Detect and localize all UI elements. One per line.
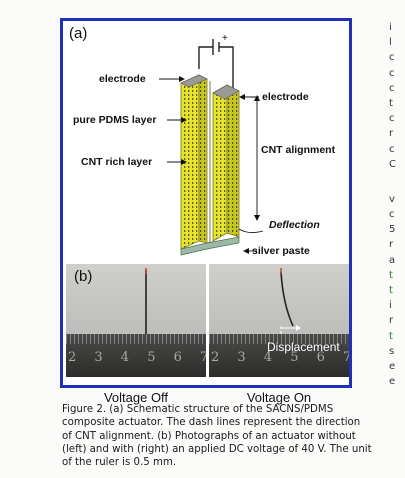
label-pure-pdms: pure PDMS layer bbox=[73, 114, 156, 126]
cropped-char: c bbox=[389, 52, 395, 64]
voltage-on-label: Voltage On bbox=[246, 390, 312, 405]
caption-line: of the ruler is 0.5 mm. bbox=[62, 457, 177, 469]
panel-b-label: (b) bbox=[74, 268, 93, 285]
cropped-char: r bbox=[389, 239, 394, 251]
ruler-numbers-right: 2 3 4 5 6 7 8 bbox=[211, 350, 349, 365]
cropped-char: C bbox=[389, 158, 396, 170]
caption-line: of CNT alignment. (b) Photographs of an … bbox=[62, 430, 356, 442]
figure-frame: (a) + bbox=[60, 18, 352, 405]
leader-lines bbox=[159, 78, 259, 252]
label-electrode-left: electrode bbox=[99, 73, 146, 85]
cropped-char: c bbox=[389, 209, 395, 221]
cropped-char: t bbox=[389, 330, 393, 342]
cropped-char: r bbox=[389, 128, 394, 140]
label-cnt-alignment: CNT alignment bbox=[261, 144, 336, 156]
displacement-label: Displacement bbox=[267, 340, 340, 354]
cropped-char: c bbox=[389, 67, 395, 79]
cropped-char: c bbox=[389, 113, 395, 125]
cropped-char: 5 bbox=[389, 224, 396, 236]
cropped-char: a bbox=[389, 254, 396, 266]
actuator-left-layer bbox=[180, 74, 208, 250]
cropped-char: t bbox=[389, 285, 393, 296]
ruler-numbers-left: 2 3 4 5 6 7 8 bbox=[68, 350, 206, 365]
caption-line: Figure 2. (a) Schematic structure of the… bbox=[62, 404, 334, 415]
panel-a-schematic: (a) + bbox=[69, 25, 336, 257]
power-plus-sign: + bbox=[222, 33, 228, 44]
photo-voltage-off: 2 3 4 5 6 7 8 (b) bbox=[66, 264, 206, 377]
voltage-off-label: Voltage Off bbox=[103, 390, 169, 405]
label-electrode-right: electrode bbox=[262, 91, 309, 103]
actuator-right-layer bbox=[212, 84, 240, 242]
label-cnt-rich: CNT rich layer bbox=[81, 156, 152, 168]
silver-paste bbox=[180, 236, 240, 256]
caption-line: (left) and with (right) an applied DC vo… bbox=[62, 443, 372, 455]
cropped-char: e bbox=[389, 376, 396, 388]
caption-line: composite actuator. The dash lines repre… bbox=[62, 417, 361, 429]
adjacent-column-cropped: i l c c c t c r c C v c 5 r a t t i r t … bbox=[389, 20, 405, 389]
cropped-char: t bbox=[389, 97, 393, 109]
cropped-char: s bbox=[389, 345, 395, 357]
right-electrode bbox=[212, 84, 240, 100]
cropped-char: r bbox=[389, 315, 394, 327]
panel-a-label: (a) bbox=[69, 25, 87, 42]
label-deflection: Deflection bbox=[269, 219, 320, 231]
cropped-char: i bbox=[389, 22, 392, 33]
left-electrode bbox=[180, 74, 208, 88]
cropped-char: c bbox=[389, 143, 395, 155]
arrow-heads bbox=[179, 76, 260, 254]
cropped-char: l bbox=[389, 37, 392, 49]
cropped-char: e bbox=[389, 360, 396, 372]
label-silver-paste: silver paste bbox=[252, 245, 310, 257]
figure-caption: Figure 2. (a) Schematic structure of the… bbox=[62, 403, 374, 469]
photo-voltage-on: 2 3 4 5 6 7 8 Displacement bbox=[209, 264, 349, 377]
power-source bbox=[198, 39, 234, 89]
cropped-char: t bbox=[389, 269, 393, 281]
deflection-arrow bbox=[238, 228, 264, 234]
cropped-char: v bbox=[389, 193, 395, 205]
cropped-char: i bbox=[389, 300, 392, 312]
cropped-char: c bbox=[389, 82, 395, 94]
